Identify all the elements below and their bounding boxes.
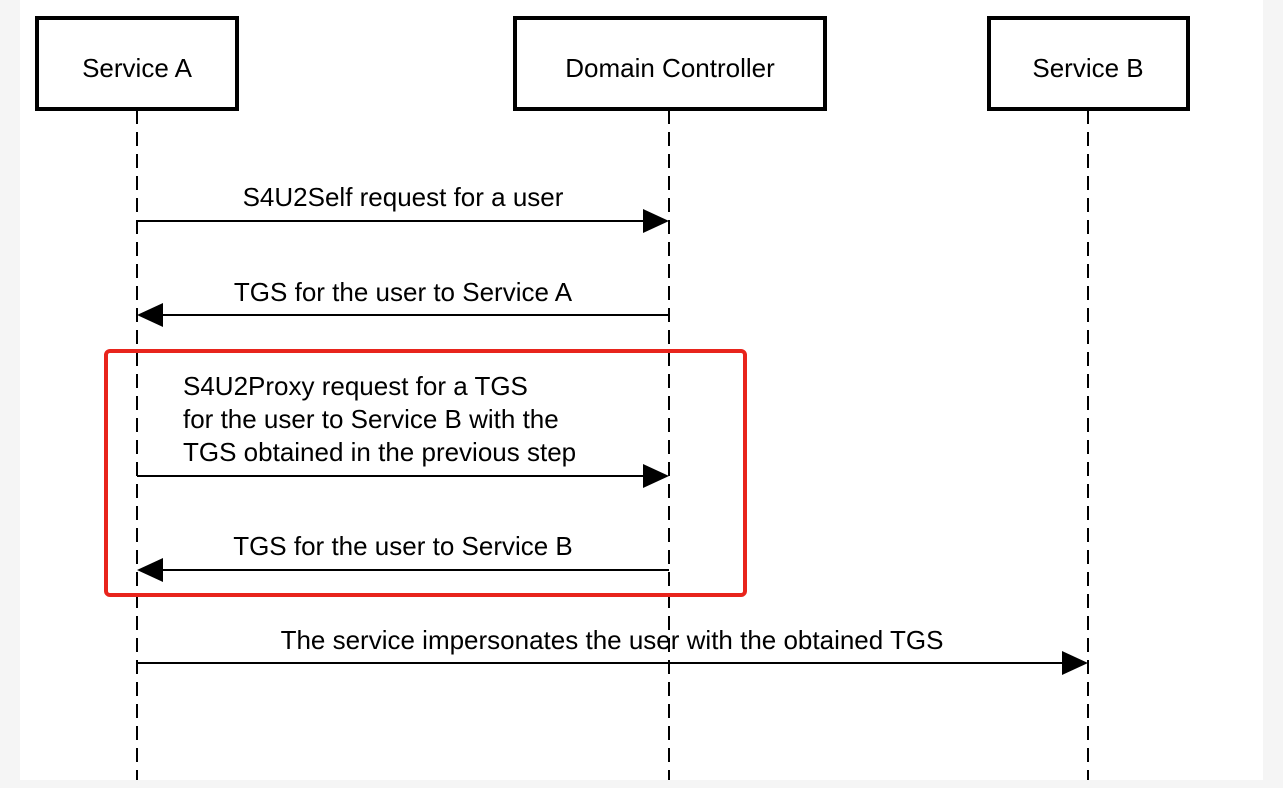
message-label-line: TGS obtained in the previous step [183, 437, 576, 467]
arrowhead-right [643, 209, 669, 233]
participant-label: Service A [82, 53, 192, 83]
participant-service-b: Service B [987, 16, 1190, 111]
arrowhead-right [1062, 651, 1088, 675]
message-impersonate: The service impersonates the user with t… [137, 625, 1088, 675]
message-label: S4U2Self request for a user [243, 182, 564, 212]
message-tgs-service-b: TGS for the user to Service B [137, 531, 669, 582]
message-label-line: S4U2Proxy request for a TGS [183, 371, 528, 401]
message-label: The service impersonates the user with t… [281, 625, 944, 655]
message-s4u2self-request: S4U2Self request for a user [137, 182, 669, 233]
message-label: TGS for the user to Service A [234, 277, 573, 307]
participant-label: Service B [1032, 53, 1143, 83]
participant-service-a: Service A [35, 16, 239, 111]
arrowhead-left [137, 558, 163, 582]
arrowhead-left [137, 303, 163, 327]
message-s4u2proxy-request: S4U2Proxy request for a TGS for the user… [137, 371, 669, 488]
arrowhead-right [643, 464, 669, 488]
diagram-canvas [20, 0, 1263, 780]
message-label: TGS for the user to Service B [233, 531, 573, 561]
highlight-box [104, 349, 747, 597]
message-label-line: for the user to Service B with the [183, 404, 559, 434]
message-tgs-service-a: TGS for the user to Service A [137, 277, 669, 327]
participant-label: Domain Controller [565, 53, 775, 83]
participant-domain-controller: Domain Controller [513, 16, 827, 111]
